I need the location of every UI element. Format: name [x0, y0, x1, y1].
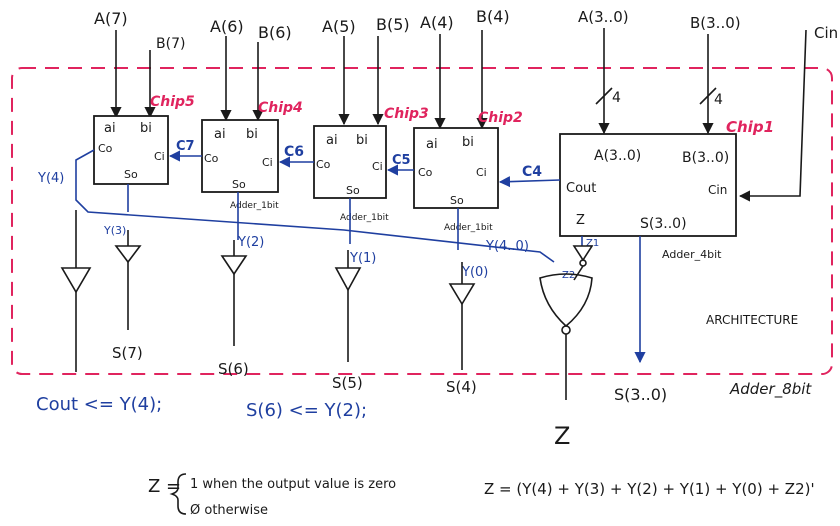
- buffer-s6: [220, 240, 248, 346]
- chip3-caption: Adder_1bit: [340, 213, 389, 223]
- buffer-s4: [448, 262, 476, 370]
- svg-text:ai: ai: [326, 133, 338, 148]
- svg-text:So: So: [346, 184, 360, 197]
- label-a30: A(3..0): [578, 8, 629, 26]
- signal-y0: Y(0): [461, 265, 488, 280]
- signal-z2: Z2: [562, 270, 575, 281]
- svg-text:Cout: Cout: [566, 181, 596, 196]
- svg-text:Ci: Ci: [262, 156, 273, 169]
- y-bus: [75, 149, 583, 263]
- svg-text:bi: bi: [356, 133, 368, 148]
- signal-ybus: Y(4..0): [485, 239, 529, 254]
- svg-text:So: So: [124, 168, 138, 181]
- svg-text:So: So: [450, 194, 464, 207]
- output-z: Z: [554, 422, 570, 450]
- output-s4: S(4): [446, 378, 477, 396]
- carry-c6: C6: [284, 144, 304, 160]
- carry-c4: C4: [522, 164, 542, 180]
- label-a5: A(5): [322, 17, 356, 36]
- nor-gate: [539, 273, 593, 400]
- svg-text:B(3..0): B(3..0): [682, 150, 729, 166]
- svg-text:1 when the output value is ze: 1 when the output value is zero: [190, 477, 396, 492]
- label-b7: B(7): [156, 36, 185, 52]
- equation-s6: S(6) <= Y(2);: [246, 400, 367, 421]
- label-a7: A(7): [94, 9, 128, 28]
- chip2-caption: Adder_1bit: [444, 223, 493, 233]
- svg-text:ai: ai: [426, 137, 438, 152]
- svg-text:Ci: Ci: [154, 150, 165, 163]
- output-s6: S(6): [218, 360, 249, 378]
- architecture-label: ARCHITECTURE: [706, 313, 798, 327]
- chip4-caption: Adder_1bit: [230, 201, 279, 211]
- signal-y1: Y(1): [349, 251, 376, 266]
- svg-text:Ci: Ci: [476, 166, 487, 179]
- svg-text:ai: ai: [214, 127, 226, 142]
- svg-text:Co: Co: [418, 166, 433, 179]
- chip3-label: Chip3: [384, 106, 429, 122]
- output-s7: S(7): [112, 344, 143, 362]
- carry-chain: [168, 150, 561, 188]
- input-wires: [110, 28, 807, 202]
- signal-z1: Z1: [586, 238, 599, 249]
- label-a6: A(6): [210, 17, 244, 36]
- chip1-adder-4bit: A(3..0) B(3..0) Cout Cin Z S(3..0): [559, 133, 737, 237]
- svg-text:S(3..0): S(3..0): [640, 216, 687, 232]
- svg-text:So: So: [232, 178, 246, 191]
- adder8bit-label: Adder_8bit: [729, 380, 812, 399]
- inverter-z1: [572, 245, 594, 281]
- svg-text:A(3..0): A(3..0): [594, 148, 641, 164]
- bus-width-b: 4: [714, 92, 723, 108]
- label-a4: A(4): [420, 13, 454, 32]
- bus-width-a: 4: [612, 90, 621, 106]
- chip5-adder-1bit: ai bi Co Ci So: [93, 115, 169, 185]
- z-definition: Z = 1 when the output value is zero Ø ot…: [148, 473, 396, 518]
- label-b30: B(3..0): [690, 14, 741, 32]
- buffer-s7: [114, 230, 142, 330]
- svg-text:bi: bi: [462, 135, 474, 150]
- carry-c7: C7: [176, 139, 195, 154]
- svg-text:Co: Co: [204, 152, 219, 165]
- chip5-label: Chip5: [150, 94, 195, 110]
- svg-text:Co: Co: [98, 142, 113, 155]
- signal-y3: Y(3): [103, 224, 126, 237]
- svg-text:Cin: Cin: [708, 183, 727, 197]
- label-cin: Cin: [814, 24, 838, 42]
- buffer-s5: [334, 250, 362, 362]
- svg-text:Z: Z: [576, 213, 585, 228]
- svg-text:ai: ai: [104, 121, 116, 136]
- output-s5: S(5): [332, 374, 363, 392]
- chip4-adder-1bit: ai bi Co Ci So: [201, 119, 279, 193]
- svg-text:Z =: Z =: [148, 476, 181, 497]
- label-b5: B(5): [376, 15, 410, 34]
- chip2-adder-1bit: ai bi Co Ci So: [413, 127, 499, 209]
- svg-text:Ci: Ci: [372, 160, 383, 173]
- signal-y2: Y(2): [237, 235, 264, 250]
- buffer-cout: [60, 210, 92, 372]
- chip1-label: Chip1: [726, 118, 774, 136]
- chip4-label: Chip4: [258, 100, 303, 116]
- architecture-frame: [11, 67, 833, 375]
- equation-cout: Cout <= Y(4);: [36, 394, 162, 415]
- svg-text:Ø otherwise: Ø otherwise: [190, 503, 268, 518]
- chip2-label: Chip2: [478, 110, 523, 126]
- svg-text:bi: bi: [140, 121, 152, 136]
- z-expression: Z = (Y(4) + Y(3) + Y(2) + Y(1) + Y(0) + …: [484, 480, 815, 498]
- label-b6: B(6): [258, 23, 292, 42]
- svg-text:bi: bi: [246, 127, 258, 142]
- output-s30: S(3..0): [614, 385, 667, 404]
- chip1-caption: Adder_4bit: [662, 248, 722, 261]
- label-b4: B(4): [476, 7, 510, 26]
- svg-text:Co: Co: [316, 158, 331, 171]
- chip3-adder-1bit: ai bi Co Ci So: [313, 125, 387, 199]
- signal-y4: Y(4): [37, 171, 64, 186]
- carry-c5: C5: [392, 153, 411, 168]
